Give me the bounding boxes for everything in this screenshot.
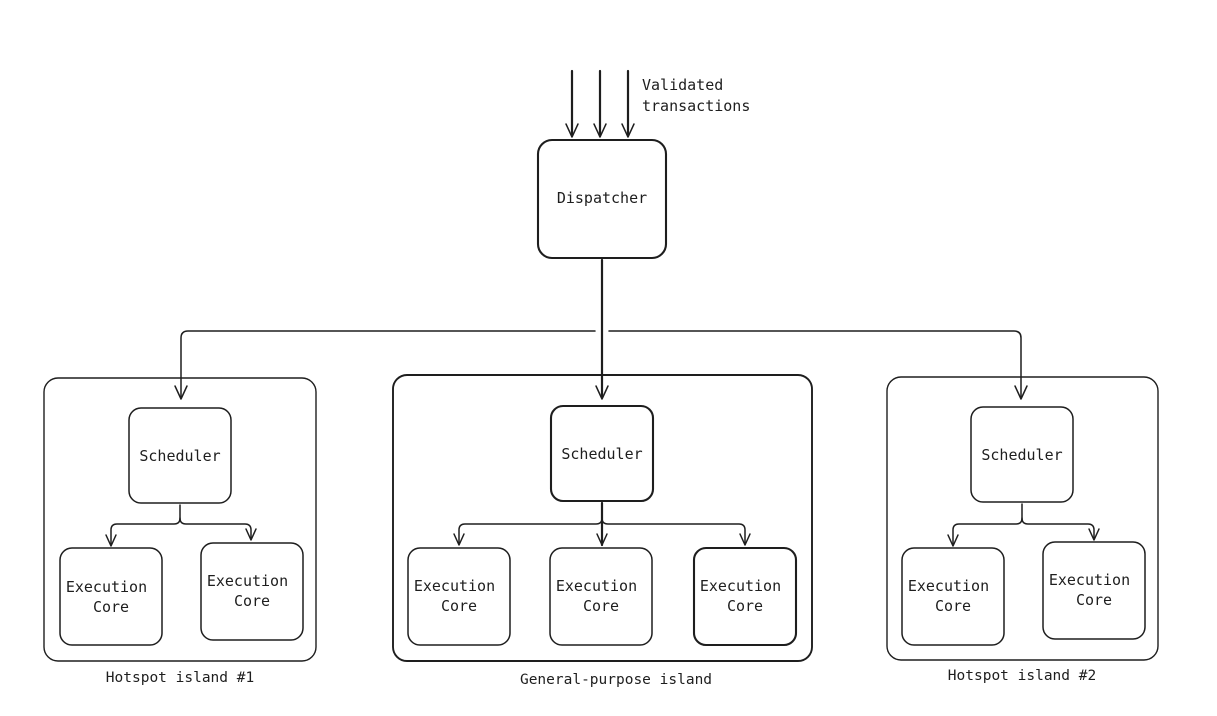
hotspot-island-2: Scheduler Execution Core Execution Core … [886, 376, 1159, 684]
dispatcher-box [536, 138, 668, 260]
execution-core-box [692, 546, 798, 647]
execution-core-box [200, 542, 304, 641]
input-arrowhead-3 [621, 123, 635, 138]
island-caption: Hotspot island #2 [948, 668, 1096, 684]
scheduler-label: Scheduler [561, 445, 642, 463]
scheduler-box [970, 406, 1074, 503]
arrowhead-to-core [105, 534, 117, 547]
arrowhead-to-core [739, 533, 751, 546]
execution-core-box [1042, 541, 1146, 640]
execution-core-box [59, 547, 163, 646]
dispatcher-to-schedulers-connector [174, 258, 1028, 400]
execution-core-label: Execution Core [908, 577, 998, 615]
execution-core-label: Execution Core [1049, 571, 1139, 609]
execution-core-label: Execution Core [700, 577, 790, 615]
execution-core-box [901, 547, 1005, 646]
input-arrowhead-1 [565, 123, 579, 138]
arrowhead-to-core [453, 533, 465, 546]
execution-core-box [407, 547, 511, 646]
dispatcher-node: Dispatcher [536, 138, 668, 260]
scheduler-label: Scheduler [139, 447, 220, 465]
island-caption: General-purpose island [520, 672, 712, 688]
island-frame [886, 376, 1159, 661]
island-frame [43, 377, 317, 662]
execution-core-label: Execution Core [66, 578, 156, 616]
arrowhead-to-core [245, 528, 257, 541]
general-purpose-island: Scheduler Execution Core Execution Core … [392, 374, 813, 688]
execution-core-box [549, 547, 653, 646]
island-caption: Hotspot island #1 [106, 670, 254, 686]
arrowhead-to-core [1088, 528, 1100, 541]
island-frame [392, 374, 813, 662]
input-label-line1: Validated [642, 76, 723, 94]
input-label-line2: transactions [642, 97, 750, 115]
input-arrows [565, 69, 635, 138]
arrowhead-to-core [947, 534, 959, 547]
hotspot-island-1: Scheduler Execution Core Execution Core … [43, 377, 317, 686]
execution-core-label: Execution Core [556, 577, 646, 615]
input-label: Validated transactions [642, 76, 750, 115]
scheduler-label: Scheduler [981, 446, 1062, 464]
arrowhead-to-scheduler-1 [174, 385, 188, 400]
scheduler-box [549, 404, 655, 503]
input-arrowhead-2 [593, 123, 607, 138]
arrowhead-to-scheduler-2 [595, 385, 609, 400]
scheduler-box [128, 407, 232, 504]
arrowhead-to-core [596, 533, 608, 546]
arrowhead-to-scheduler-3 [1014, 385, 1028, 400]
dispatcher-label: Dispatcher [557, 189, 647, 207]
execution-core-label: Execution Core [414, 577, 504, 615]
execution-core-label: Execution Core [207, 572, 297, 610]
